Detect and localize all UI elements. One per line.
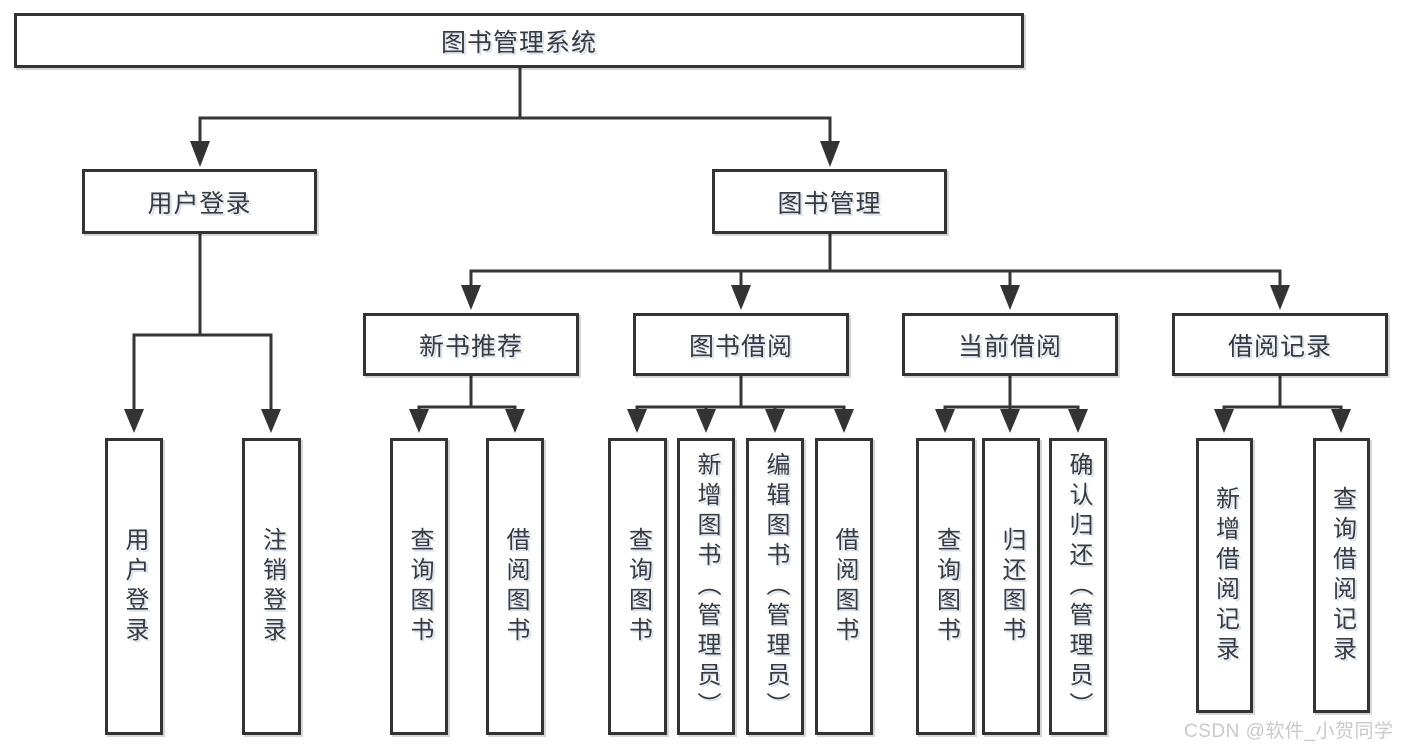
leaf-borrow-books-borrowing: 借阅图书 xyxy=(815,438,873,735)
connector xyxy=(198,116,832,144)
connector xyxy=(943,374,1080,413)
connector xyxy=(132,333,273,412)
leaf-label: 编辑图书（管理员） xyxy=(762,451,789,722)
leaf-label: 新增图书（管理员） xyxy=(693,451,720,722)
csdn-watermark: CSDN @软件_小贺同学 xyxy=(1184,721,1394,742)
leaf-query-books-current: 查询图书 xyxy=(916,438,975,735)
node-label: 当前借阅 xyxy=(957,332,1062,361)
leaf-logout: 注销登录 xyxy=(242,438,301,735)
arrowhead xyxy=(190,141,210,167)
node-book-borrowing: 图书借阅 xyxy=(633,313,849,376)
node-label: 图书管理 xyxy=(777,189,882,218)
leaf-query-books-borrowing: 查询图书 xyxy=(608,438,667,735)
node-library-management-system: 图书管理系统 xyxy=(14,13,1024,68)
leaf-label: 确认归还（管理员） xyxy=(1065,451,1092,722)
leaf-borrow-books-recommend: 借阅图书 xyxy=(486,438,544,735)
node-book-management: 图书管理 xyxy=(712,169,947,234)
node-label: 图书借阅 xyxy=(688,332,793,361)
leaf-query-books-recommend: 查询图书 xyxy=(390,438,448,735)
leaf-add-borrow-record: 新增借阅记录 xyxy=(1196,438,1253,713)
leaf-return-book: 归还图书 xyxy=(982,438,1040,735)
connector-root-to-level1 xyxy=(190,66,840,167)
arrowhead xyxy=(696,409,716,433)
arrowhead xyxy=(834,409,854,433)
arrowhead xyxy=(627,409,647,433)
arrowhead xyxy=(261,409,281,433)
arrowhead xyxy=(1331,409,1351,433)
arrowhead xyxy=(409,409,429,433)
leaf-add-book-admin: 新增图书（管理员） xyxy=(677,438,735,735)
node-current-borrowing: 当前借阅 xyxy=(902,313,1118,376)
leaf-confirm-return-admin: 确认归还（管理员） xyxy=(1049,438,1107,735)
leaf-label: 注销登录 xyxy=(258,526,286,647)
arrowhead xyxy=(1068,409,1088,433)
arrowhead xyxy=(935,409,955,433)
connector xyxy=(417,374,517,413)
node-borrowing-records: 借阅记录 xyxy=(1172,313,1388,376)
leaf-label: 借阅图书 xyxy=(831,526,858,647)
node-label: 借阅记录 xyxy=(1227,332,1332,361)
arrowhead xyxy=(1270,285,1290,310)
leaf-label: 新增借阅记录 xyxy=(1211,485,1239,666)
leaf-query-borrow-record: 查询借阅记录 xyxy=(1313,438,1370,713)
node-new-book-recommendation: 新书推荐 xyxy=(363,313,579,376)
node-label: 新书推荐 xyxy=(418,332,523,361)
arrowhead xyxy=(461,285,481,310)
connector-user-login-to-leaves xyxy=(124,232,281,433)
node-label: 图书管理系统 xyxy=(440,28,597,57)
connector-current-borrowing-to-leaves xyxy=(935,374,1088,433)
arrowhead xyxy=(731,285,751,310)
connector-book-borrowing-to-leaves xyxy=(627,374,854,433)
leaf-label: 查询图书 xyxy=(932,526,960,647)
connector xyxy=(1222,374,1343,413)
node-label: 用户登录 xyxy=(147,189,252,218)
arrowhead xyxy=(505,409,525,433)
arrowhead xyxy=(124,409,144,433)
leaf-label: 归还图书 xyxy=(998,526,1025,647)
connector-book-management-to-level2 xyxy=(461,232,1290,310)
connector xyxy=(635,374,846,413)
node-user-login: 用户登录 xyxy=(82,169,317,234)
leaf-label: 查询图书 xyxy=(406,526,433,647)
arrowhead xyxy=(820,141,840,167)
leaf-user-login: 用户登录 xyxy=(105,438,163,735)
connector xyxy=(739,269,1012,289)
leaf-label: 查询借阅记录 xyxy=(1328,485,1356,666)
arrowhead xyxy=(1000,409,1020,433)
leaf-label: 查询图书 xyxy=(624,526,652,647)
connector xyxy=(469,269,1282,289)
arrowhead xyxy=(765,409,785,433)
leaf-label: 用户登录 xyxy=(121,526,148,647)
leaf-edit-book-admin: 编辑图书（管理员） xyxy=(746,438,804,735)
connector-new-book-recommendation-to-leaves xyxy=(409,374,525,433)
arrowhead xyxy=(1214,409,1234,433)
arrowhead xyxy=(1000,285,1020,310)
connector-borrowing-records-to-leaves xyxy=(1214,374,1351,433)
leaf-label: 借阅图书 xyxy=(502,526,529,647)
